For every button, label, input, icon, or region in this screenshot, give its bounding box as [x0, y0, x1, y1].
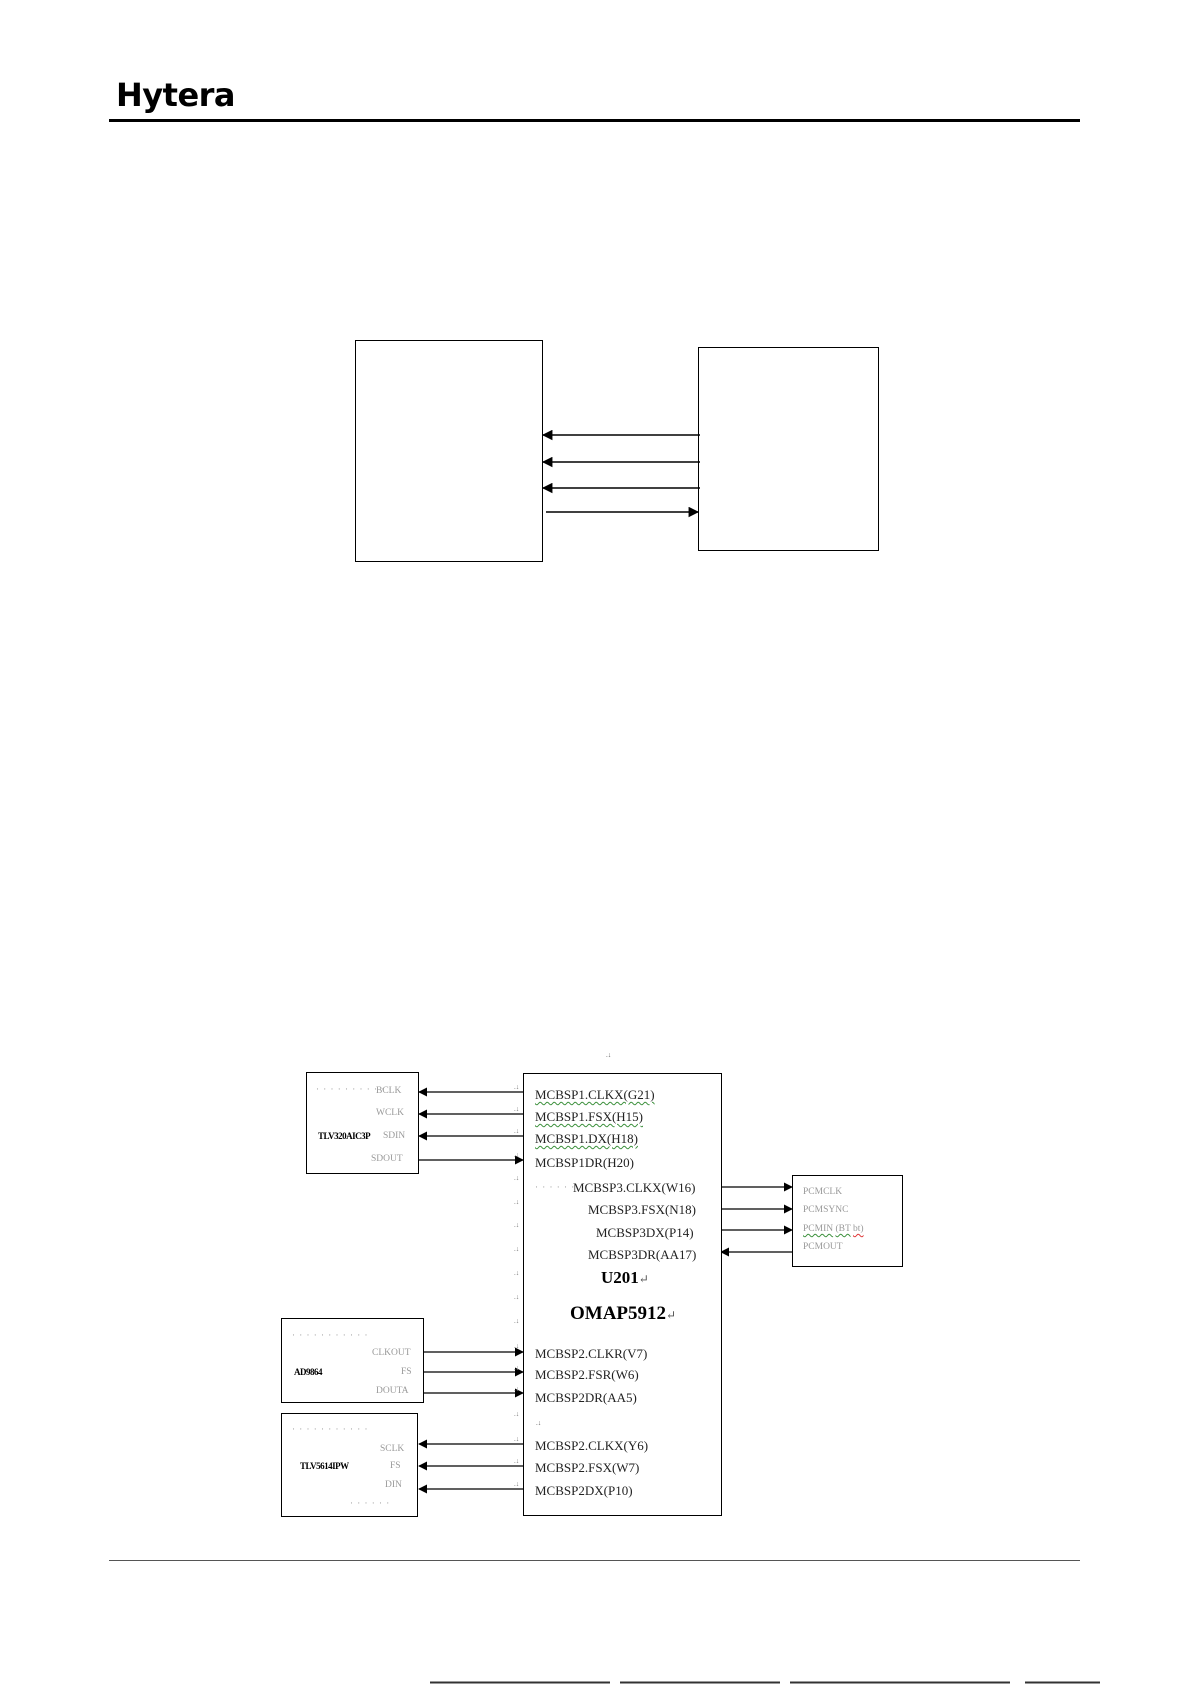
svg-text:.↓: .↓: [514, 1269, 519, 1277]
adc-block: [281, 1318, 424, 1403]
pin-mcbsp3-dx: MCBSP3DX(P14): [596, 1225, 694, 1240]
pin-mcbsp3-fsx: MCBSP3.FSX(N18): [588, 1202, 697, 1217]
pin-mcbsp1-dr: MCBSP1DR(H20): [535, 1155, 634, 1170]
header-rule: [109, 119, 1080, 122]
bt-pin-pcmclk: PCMCLK: [803, 1187, 843, 1197]
bt-pin-pcmsync: PCMSYNC: [803, 1205, 849, 1215]
codec-dots: · · · · · · · · · · ·: [316, 1084, 393, 1094]
adc-pin-clkout: CLKOUT: [372, 1348, 411, 1358]
pin-mcbsp2-clkx: MCBSP2.CLKX(Y6): [535, 1438, 649, 1453]
edge-marks: .↓ .↓ .↓ .↓ .↓ .↓ .↓ .↓ .↓ .↓ .↓ .↓ .↓ .…: [514, 1083, 519, 1488]
svg-text:.↓: .↓: [514, 1435, 519, 1443]
gap-mark: .↓: [536, 1419, 542, 1427]
bt-pin-pcmin: PCMIN (BT bt): [803, 1224, 864, 1234]
dac-chip-label: TLV5614IPW: [300, 1461, 349, 1471]
pin-mcbsp2-dx: MCBSP2DX(P10): [535, 1483, 633, 1498]
adc-pin-fs: FS: [401, 1367, 412, 1377]
svg-text:.↓: .↓: [514, 1364, 519, 1372]
codec-pin-wclk: WCLK: [376, 1108, 404, 1118]
pin-mcbsp2-dr: MCBSP2DR(AA5): [535, 1390, 637, 1405]
footer-rule: [109, 1560, 1080, 1561]
pin-mcbsp3-clkx: MCBSP3.CLKX(W16): [573, 1180, 696, 1195]
adc-chip-label: AD9864: [294, 1367, 323, 1377]
diagram1-right-block: [698, 347, 879, 551]
svg-text:.↓: .↓: [514, 1127, 519, 1135]
dac-pin-sclk: SCLK: [380, 1444, 405, 1454]
bt-pin-pcmout: PCMOUT: [803, 1242, 843, 1252]
dac-dots: · · · · · · · · · · ·: [292, 1424, 369, 1434]
top-mark: .↓: [606, 1051, 612, 1059]
codec-chip-label: TLV320AIC3P: [318, 1131, 371, 1141]
pin-mcbsp1-dx: MCBSP1.DX(H18): [535, 1131, 638, 1146]
codec-pin-sdout: SDOUT: [371, 1154, 403, 1164]
svg-text:.↓: .↓: [514, 1480, 519, 1488]
svg-text:.↓: .↓: [514, 1198, 519, 1206]
pin-mcbsp2-fsx: MCBSP2.FSX(W7): [535, 1460, 640, 1475]
svg-text:.↓: .↓: [514, 1385, 519, 1393]
bluetooth-block: [792, 1175, 903, 1267]
svg-text:.↓: .↓: [514, 1083, 519, 1091]
pin-mcbsp2-clkr: MCBSP2.CLKR(V7): [535, 1346, 648, 1361]
pin-mcbsp2-fsr: MCBSP2.FSR(W6): [535, 1367, 639, 1382]
hytera-logo: Hytera: [116, 76, 236, 114]
omap-block: [523, 1073, 722, 1516]
svg-text:.↓: .↓: [514, 1245, 519, 1253]
svg-text:.↓: .↓: [514, 1151, 519, 1159]
dac-pin-fs: FS: [390, 1461, 401, 1471]
pin-mcbsp3-dr: MCBSP3DR(AA17): [588, 1247, 697, 1262]
svg-text:.↓: .↓: [514, 1105, 519, 1113]
svg-text:.↓: .↓: [514, 1317, 519, 1325]
dac-dots-bottom: · · · · · ·: [350, 1498, 391, 1508]
svg-text:.↓: .↓: [514, 1174, 519, 1182]
svg-text:.↓: .↓: [514, 1410, 519, 1418]
svg-text:.↓: .↓: [514, 1457, 519, 1465]
ref-designator: U201↵: [601, 1268, 649, 1287]
adc-pin-douta: DOUTA: [376, 1386, 409, 1396]
svg-text:.↓: .↓: [514, 1221, 519, 1229]
adc-dots: · · · · · · · · · · ·: [292, 1330, 369, 1340]
part-number: OMAP5912↵: [570, 1303, 677, 1324]
dac-pin-din: DIN: [385, 1480, 402, 1490]
codec-block: [306, 1072, 419, 1174]
svg-text:.↓: .↓: [514, 1342, 519, 1350]
bottom-scan-strip: [430, 1681, 1100, 1684]
pin-mcbsp1-fsx: MCBSP1.FSX(H15): [535, 1109, 644, 1124]
codec-pin-bclk: BCLK: [376, 1086, 402, 1096]
svg-text:.↓: .↓: [514, 1293, 519, 1301]
diagram1-left-block: [355, 340, 543, 562]
mcbsp3-dots: · · · · · ·: [535, 1182, 576, 1192]
codec-pin-sdin: SDIN: [383, 1131, 406, 1141]
pin-mcbsp1-clkx: MCBSP1.CLKX(G21): [535, 1087, 655, 1102]
dac-block: [281, 1413, 418, 1517]
